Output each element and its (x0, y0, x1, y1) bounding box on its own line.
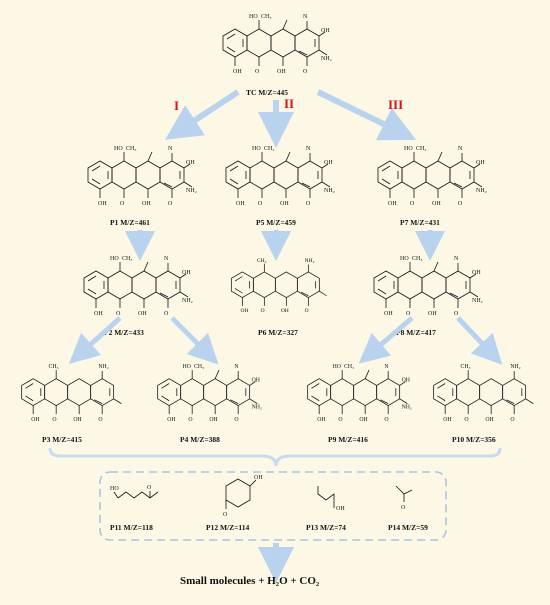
row2-arrows (125, 230, 445, 261)
structure-tc (223, 14, 332, 75)
svg-text:OH: OH (336, 506, 345, 512)
pathway-label-iii: III (388, 97, 403, 112)
structure-p14 (395, 485, 413, 502)
structure-p1 (88, 146, 197, 207)
structure-p2 (84, 256, 193, 317)
pathway-arrows (164, 89, 417, 148)
structure-p4 (158, 364, 262, 423)
label-p12: P12 M/Z=114 (206, 523, 249, 532)
label-p3: P3 M/Z=415 (42, 435, 82, 444)
label-p4: P4 M/Z=388 (180, 435, 220, 444)
label-p8: P8 M/Z=417 (396, 328, 436, 337)
row3-arrows (68, 316, 503, 365)
label-p9: P9 M/Z=416 (328, 435, 368, 444)
label-p10: P10 M/Z=356 (452, 435, 496, 444)
structure-p5 (226, 146, 335, 207)
label-p14: P14 M/Z=59 (388, 523, 428, 532)
label-p7: P7 M/Z=431 (400, 218, 440, 227)
label-tc: TC M/Z=445 (246, 88, 288, 97)
svg-text:O: O (147, 485, 152, 491)
label-p13: P13 M/Z=74 (306, 523, 346, 532)
structure-p3 (22, 364, 122, 423)
structure-p9 (308, 364, 412, 423)
structure-p11 (113, 491, 159, 499)
label-p6: P6 M/Z=327 (258, 328, 298, 337)
structure-p12 (225, 478, 257, 509)
structure-p8 (374, 256, 483, 317)
svg-text:HO: HO (110, 486, 119, 492)
svg-text:O: O (223, 512, 228, 518)
label-p11: P11 M/Z=118 (110, 523, 153, 532)
structure-p7 (378, 146, 487, 207)
label-p1: P1 M/Z=461 (110, 218, 150, 227)
pathway-label-i: I (174, 98, 179, 113)
converge-brace (48, 447, 502, 467)
label-p2: P2 M/Z=433 (104, 328, 144, 337)
pathway-label-ii: II (284, 96, 294, 111)
final-products: Small molecules + H₂O + CO₂ (180, 575, 320, 587)
svg-text:OH: OH (254, 475, 263, 481)
svg-text:O: O (401, 505, 406, 511)
structure-p6 (231, 258, 326, 314)
label-p5: P5 M/Z=459 (256, 218, 296, 227)
small-molecule-box (99, 471, 447, 541)
structure-p10 (434, 364, 534, 423)
structure-p13 (317, 486, 335, 508)
